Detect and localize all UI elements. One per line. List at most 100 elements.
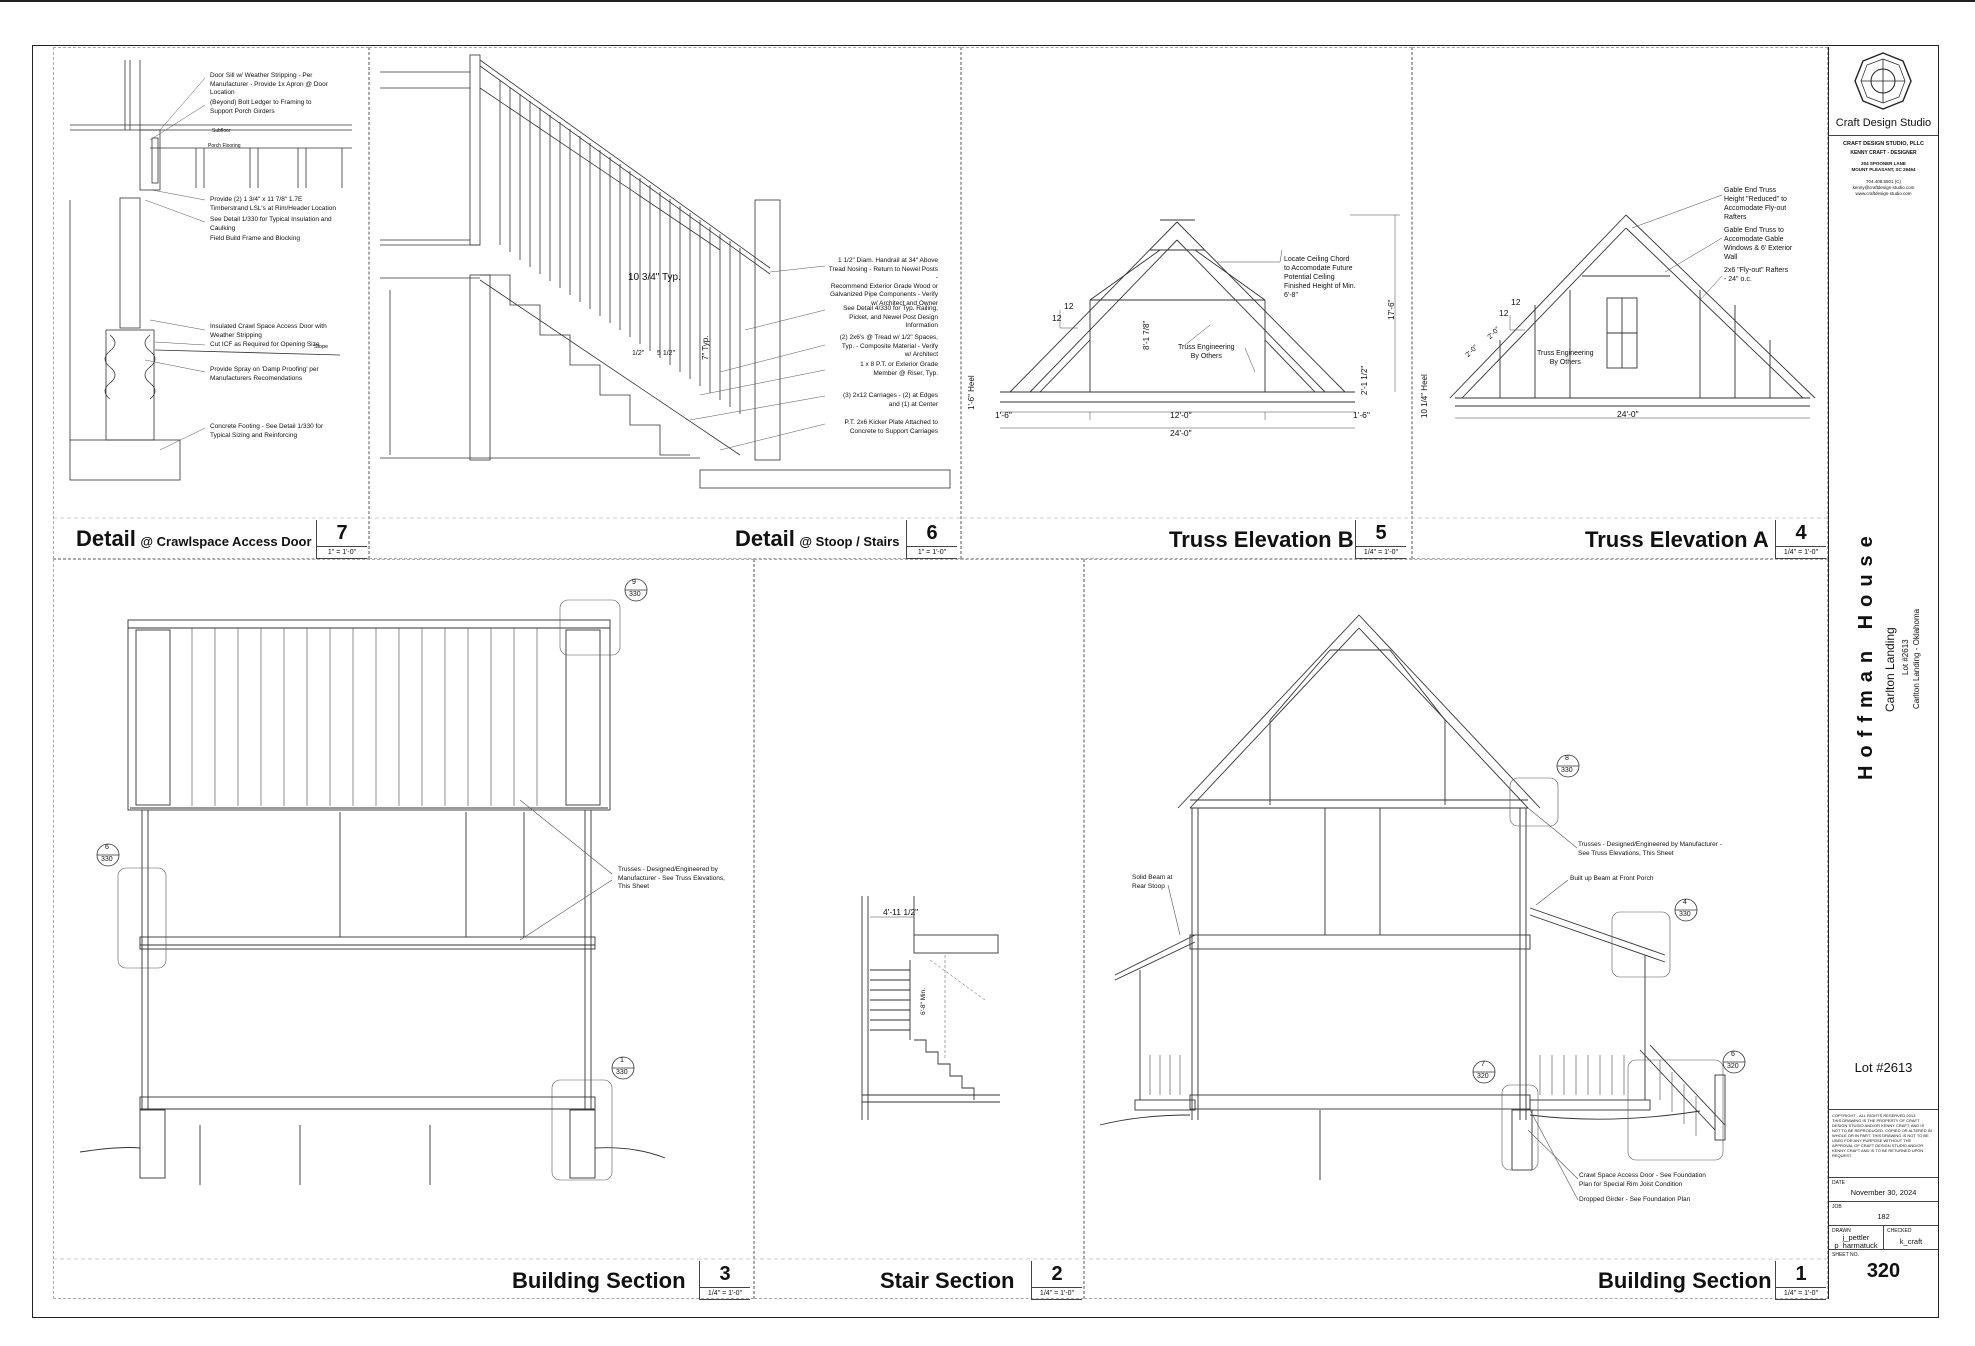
note-1-a: Trusses - Designed/Engineered by Manufac… bbox=[1578, 841, 1722, 857]
tb-sheet: 320 bbox=[1866, 1260, 1901, 1282]
tb-drawn-label: DRAWN bbox=[1832, 1228, 1851, 1234]
tag-3-2-num: 6 bbox=[105, 844, 109, 851]
note-5-b: Truss Engineering By Others bbox=[1178, 344, 1235, 360]
note-7-d: See Detail 1/330 for Typical Insulation … bbox=[210, 216, 332, 232]
tag-3-1-sheet: 330 bbox=[629, 591, 641, 598]
note-1-e: Dropped Girder - See Foundation Plan bbox=[1579, 1196, 1691, 1203]
note-6-e: (3) 2x12 Carriages - (2) at Edges and (1… bbox=[842, 392, 938, 408]
tb-sheet-label: SHEET NO. bbox=[1832, 1252, 1859, 1258]
panel-truss-b bbox=[961, 47, 1412, 559]
title-truss-a-main: Truss Elevation A bbox=[1585, 527, 1769, 552]
tb-sheet-cell: SHEET NO. 320 bbox=[1829, 1249, 1938, 1299]
title-detail-6-main: Detail bbox=[735, 526, 795, 551]
title-detail-6-sub: @ Stoop / Stairs bbox=[799, 534, 900, 549]
tb-copyright-cell: COPYRIGHT - ALL RIGHTS RESERVED 2013 THI… bbox=[1829, 1109, 1938, 1217]
title-block: Craft Design Studio CRAFT DESIGN STUDIO,… bbox=[1828, 47, 1938, 1299]
note-6-f: P.T. 2x6 Kicker Plate Attached to Concre… bbox=[844, 419, 938, 435]
studio-email: kenny@craftdesign-studio.com bbox=[1852, 185, 1915, 190]
tag-1-4-sheet: 320 bbox=[1727, 1063, 1739, 1070]
title-bs1-main: Building Section bbox=[1598, 1268, 1772, 1293]
studio-logo bbox=[1854, 52, 1912, 110]
tb-copyright: COPYRIGHT - ALL RIGHTS RESERVED 2013 THI… bbox=[1832, 1113, 1932, 1158]
tb-drawn: j_pettler p_harmatuck bbox=[1834, 1233, 1878, 1250]
tb-checked-cell: CHECKED k_craft bbox=[1883, 1225, 1938, 1249]
title-detail-7: Detail @ Crawlspace Access Door bbox=[76, 526, 312, 552]
sheet-top-border bbox=[0, 0, 1975, 2]
truss-a-span: 24'-0" bbox=[1617, 409, 1639, 419]
title-truss-b: Truss Elevation B bbox=[1169, 527, 1354, 553]
bs3-scale: 1/4" = 1'-0" bbox=[700, 1287, 750, 1299]
truss-b-scale: 1/4" = 1'-0" bbox=[1356, 546, 1406, 558]
studio-firm: CRAFT DESIGN STUDIO, PLLC bbox=[1843, 141, 1924, 147]
bs1-scale: 1/4" = 1'-0" bbox=[1776, 1287, 1826, 1299]
note-7-a: Door Sill w/ Weather Stripping - Per Man… bbox=[210, 72, 328, 96]
tag-1-4-num: 6 bbox=[1731, 1051, 1735, 1058]
tag-1-3-sheet: 320 bbox=[1477, 1073, 1489, 1080]
truss-b-pitch-run: 12 bbox=[1064, 301, 1074, 311]
note-7-e: Field Build Frame and Blocking bbox=[210, 235, 300, 242]
note-3-a: Trusses - Designed/Engineered by Manufac… bbox=[618, 866, 725, 890]
tb-job: 182 bbox=[1877, 1212, 1890, 1221]
truss-b-ov-r: 1'-6" bbox=[1353, 410, 1370, 420]
dim-6-tread: 10 3/4" Typ. bbox=[628, 272, 681, 283]
bs1-number: 1 bbox=[1795, 1263, 1807, 1285]
project-location: Carlton Landing - Oklahoma bbox=[1912, 608, 1921, 709]
title-building-section-1: Building Section bbox=[1598, 1268, 1772, 1294]
tag-1-1-sheet: 330 bbox=[1561, 767, 1573, 774]
tag-1-1-num: 8 bbox=[1565, 755, 1569, 762]
note-4-c: 2x6 "Fly-out" Rafters - 24" o.c. bbox=[1724, 267, 1789, 283]
note-7-b: (Beyond) Bolt Ledger to Framing to Suppo… bbox=[210, 99, 312, 115]
title-detail-7-sub: @ Crawlspace Access Door bbox=[140, 534, 312, 549]
tb-date-label: DATE bbox=[1832, 1180, 1845, 1186]
stair-dim-top: 4'-11 1/2" bbox=[883, 907, 919, 917]
title-stair-main: Stair Section bbox=[880, 1268, 1015, 1293]
title-detail-6: Detail @ Stoop / Stairs bbox=[735, 526, 899, 552]
tb-divider-top bbox=[1829, 135, 1938, 136]
truss-b-span: 24'-0" bbox=[1170, 428, 1192, 438]
tb-checked-label: CHECKED bbox=[1887, 1228, 1912, 1234]
tag-1-3-num: 7 bbox=[1481, 1061, 1485, 1068]
tb-checked: k_craft bbox=[1899, 1237, 1923, 1246]
note-6-b: See Detail 4/330 for Typ. Railing, Picke… bbox=[843, 305, 938, 329]
truss-a-pitch-rise: 12 bbox=[1499, 308, 1509, 318]
detail-6-number: 6 bbox=[926, 522, 938, 544]
note-6-d: 1 x 8 P.T. or Exterior Grade Member @ Ri… bbox=[860, 361, 938, 377]
note-6-a: 1 1/2" Diam. Handrail at 34" Above Tread… bbox=[828, 257, 938, 307]
note-1-c: Solid Beam at Rear Stoop bbox=[1132, 874, 1173, 890]
tag-1-2-num: 4 bbox=[1683, 899, 1687, 906]
detail-7-number: 7 bbox=[336, 522, 348, 544]
tag-3-3-num: 1 bbox=[620, 1057, 624, 1064]
numbox-building-section-1: 1 1/4" = 1'-0" bbox=[1775, 1261, 1826, 1300]
panel-building-section-3 bbox=[53, 559, 754, 1299]
note-7-h: Provide Spray on 'Damp Proofing' per Man… bbox=[210, 366, 319, 382]
note-6-c: (2) 2x6's @ Tread w/ 1/2" Spaces, Typ. -… bbox=[839, 334, 938, 358]
dim-6-b: 5 1/2" bbox=[657, 350, 676, 357]
title-truss-a: Truss Elevation A bbox=[1585, 527, 1769, 553]
note-7-porch: Porch Flooring bbox=[208, 143, 241, 149]
numbox-truss-a: 4 1/4" = 1'-0" bbox=[1775, 520, 1826, 559]
studio-address2: MOUNT PLEASANT, SC 29464 bbox=[1851, 167, 1916, 172]
stair-scale: 1/4" = 1'-0" bbox=[1032, 1287, 1082, 1299]
truss-a-scale: 1/4" = 1'-0" bbox=[1776, 546, 1826, 558]
truss-a-number: 4 bbox=[1795, 522, 1807, 544]
panel-building-section-1 bbox=[1084, 559, 1828, 1299]
tb-date: November 30, 2024 bbox=[1850, 1188, 1917, 1197]
truss-b-pitch-rise: 12 bbox=[1052, 313, 1062, 323]
panel-detail-6 bbox=[369, 47, 961, 559]
title-building-section-3: Building Section bbox=[512, 1268, 686, 1294]
title-stair-section: Stair Section bbox=[880, 1268, 1014, 1294]
project-community: Carlton Landing bbox=[1883, 627, 1897, 712]
note-7-subfloor: Subfloor bbox=[212, 128, 231, 134]
tag-3-1-num: 9 bbox=[632, 579, 636, 586]
